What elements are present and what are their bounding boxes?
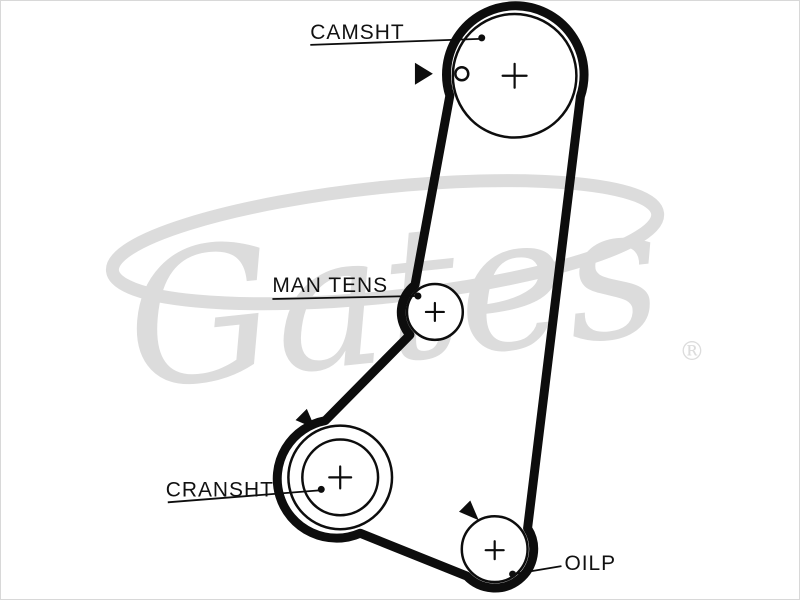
crankshaft-center-mark	[328, 465, 353, 490]
camshaft-arrow-icon	[414, 62, 433, 85]
timing-mark-circle	[454, 66, 470, 82]
camshaft-center-mark	[501, 62, 528, 89]
camshaft-label: CAMSHT	[310, 21, 404, 44]
camshaft-leader	[310, 34, 486, 46]
crankshaft-arrow-icon	[295, 408, 316, 429]
tensioner-label: MAN TENS	[272, 274, 388, 297]
oil-pump-leader	[509, 565, 562, 578]
crankshaft-leader	[167, 485, 325, 504]
oil-pump-arrow-icon	[459, 500, 479, 521]
tensioner-leader	[272, 292, 422, 300]
oil-pump-center-mark	[484, 540, 505, 561]
registered-trademark-symbol: ®	[679, 337, 705, 367]
oil-pump-label: OILP	[564, 552, 616, 575]
tensioner-center-mark	[424, 301, 445, 323]
crankshaft-label: CRANSHT	[166, 478, 274, 501]
